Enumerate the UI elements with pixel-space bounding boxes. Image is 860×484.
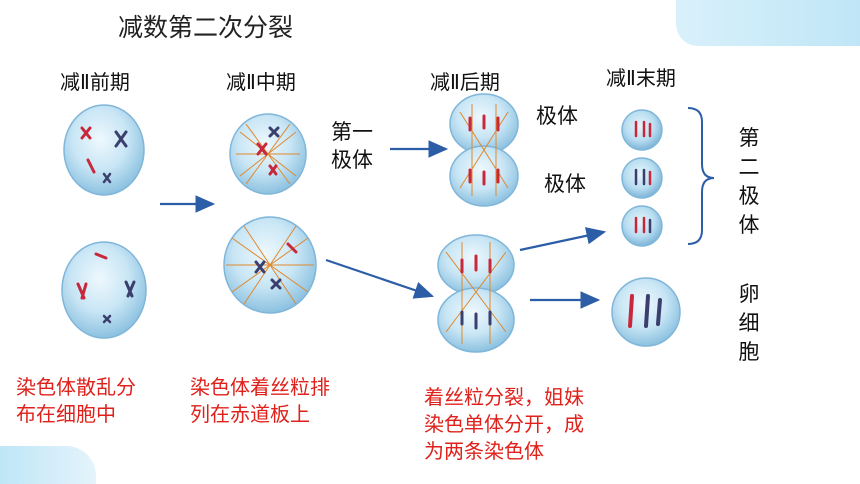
corner-accent-top-right (676, 0, 860, 46)
caption-anaphase: 着丝粒分裂，姐妹 染色单体分开，成 为两条染色体 (424, 384, 584, 465)
first-polar-body-label-line-1: 第一 (331, 120, 373, 144)
caption-prophase-line-1: 染色体散乱分 (16, 375, 136, 399)
egg-cell-label: 卵 细 胞 (737, 280, 761, 367)
corner-accent-bottom-left (0, 446, 96, 484)
egg-cell-char-3: 胞 (738, 340, 760, 364)
second-polar-body-char-3: 极 (738, 184, 760, 208)
second-polar-body-char-4: 体 (738, 213, 760, 237)
second-polar-body-char-1: 第 (738, 126, 760, 150)
egg-cell-char-1: 卵 (738, 282, 760, 306)
second-polar-body-label: 第 二 极 体 (737, 124, 761, 240)
page-title: 减数第二次分裂 (118, 13, 294, 42)
metaphase-cell-top (229, 113, 307, 195)
telophase-polar-body-1 (621, 109, 663, 151)
anaphase-cell-bottom (437, 234, 515, 353)
prophase-cell-bottom (61, 241, 147, 339)
caption-anaphase-line-3: 为两条染色体 (424, 439, 544, 463)
caption-anaphase-line-1: 着丝粒分裂，姐妹 (424, 385, 584, 409)
caption-metaphase-line-2: 列在赤道板上 (190, 402, 310, 426)
first-polar-body-label-line-2: 极体 (331, 148, 373, 172)
stage-label-metaphase-ii: 减Ⅱ中期 (226, 70, 296, 94)
egg-cell-char-2: 细 (738, 311, 760, 335)
caption-metaphase: 染色体着丝粒排 列在赤道板上 (190, 374, 330, 428)
stage-label-prophase-ii: 减Ⅱ前期 (60, 70, 130, 94)
stage-label-anaphase-ii: 减Ⅱ后期 (430, 70, 500, 94)
telophase-polar-body-2 (621, 157, 663, 199)
arrow-metaphase-to-anaphase (325, 258, 435, 299)
polar-body-label-1: 极体 (536, 104, 578, 128)
caption-prophase: 染色体散乱分 布在细胞中 (16, 374, 136, 428)
metaphase-cell-bottom (223, 216, 317, 314)
caption-prophase-line-2: 布在细胞中 (16, 402, 116, 426)
prophase-cell-top (63, 104, 145, 196)
anaphase-cell-top (449, 93, 519, 207)
telophase-polar-body-3 (621, 205, 663, 247)
first-polar-body-label: 第一 极体 (331, 118, 373, 174)
telophase-egg-cell (611, 277, 681, 347)
second-polar-body-char-2: 二 (738, 155, 760, 179)
stage-label-telophase-ii: 减Ⅱ末期 (606, 66, 676, 90)
caption-anaphase-line-2: 染色单体分开，成 (424, 412, 584, 436)
polar-body-label-2: 极体 (544, 172, 586, 196)
arrow-to-second-polar-body (519, 227, 607, 252)
caption-metaphase-line-1: 染色体着丝粒排 (190, 375, 330, 399)
brace-second-polar-body (687, 107, 715, 245)
